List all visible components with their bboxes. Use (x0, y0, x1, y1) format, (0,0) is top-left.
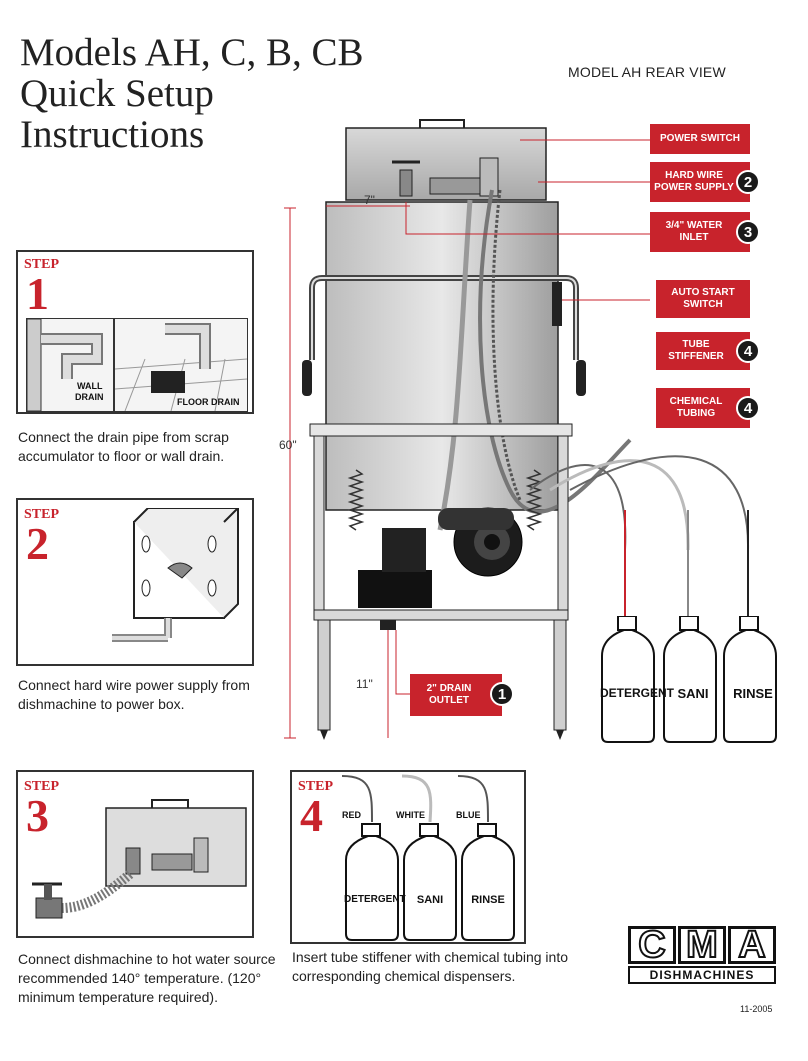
step-1-word: STEP (24, 257, 60, 272)
badge-step-1: 1 (490, 682, 514, 706)
logo-letter-a: A (737, 923, 766, 967)
solenoid-valve (429, 177, 481, 195)
handle-grip-right (576, 360, 586, 396)
floor-drain-illustration: FLOOR DRAIN (114, 318, 248, 412)
handle-grip-left (302, 360, 312, 396)
machine-rear-view-diagram (284, 119, 650, 740)
step-4-word: STEP (298, 779, 334, 794)
jug-rinse (723, 615, 777, 743)
hood (325, 201, 559, 511)
jug-sani (663, 615, 717, 743)
date-code: 11-2005 (740, 1004, 773, 1014)
power-box-illustration (112, 508, 239, 642)
step-1-caption: Connect the drain pipe from scrap accumu… (18, 429, 229, 464)
control-box-handle (419, 119, 465, 128)
tube-color-red: RED (342, 810, 362, 820)
step-1-number: 1 (26, 268, 49, 319)
tube-color-blue: BLUE (456, 810, 481, 820)
step-4-label-rinse: RINSE (471, 894, 505, 906)
wall-label: WALL (77, 381, 103, 391)
title-line-1: Models AH, C, B, CB (20, 31, 364, 74)
dimension-height: 60" (279, 438, 297, 452)
step-2-number: 2 (26, 518, 49, 569)
jug-label-sani: SANI (677, 686, 709, 701)
auto-start-switch (552, 282, 562, 326)
callout-power-switch: POWER SWITCH (650, 124, 750, 154)
frame-bottom-rail (313, 609, 569, 621)
main-chemical-jugs: DETERGENT SANI RINSE (598, 615, 784, 744)
step-4-caption: Insert tube stiffener with chemical tubi… (292, 949, 569, 984)
wall-drain-illustration: WALL DRAIN (26, 318, 114, 412)
step-4-panel: STEP 4 RED WHITE BLUE DETERGENT SANI RIN… (290, 770, 526, 944)
title-line-2: Quick Setup (20, 72, 214, 115)
step-4-jug-rinse (461, 823, 515, 941)
dimension-drain-height: 11" (356, 677, 373, 691)
jug-label-rinse: RINSE (733, 686, 773, 701)
step-2-panel: STEP 2 (16, 498, 254, 666)
spring-left (347, 469, 365, 531)
step-4-label-detergent: DETERGENT (344, 894, 406, 905)
step-3-caption: Connect dishmachine to hot water source … (18, 951, 276, 1005)
step-1-panel: STEP 1 WALL DRAIN FLOOR DRAIN (16, 250, 254, 414)
jug-label-detergent: DETERGENT (600, 686, 675, 700)
water-connection-illustration (32, 799, 247, 919)
drain-label: DRAIN (75, 392, 104, 402)
step-4-jugs-illustration (341, 774, 515, 941)
spring-right (525, 469, 543, 531)
step-2-caption: Connect hard wire power supply from dish… (18, 677, 250, 712)
step-3-word: STEP (24, 779, 60, 794)
frame-top-rail (309, 423, 573, 437)
diagram-subtitle: MODEL AH REAR VIEW (568, 64, 726, 80)
leg-left (317, 619, 331, 731)
badge-step-2: 2 (736, 170, 760, 194)
scrap-accumulator (358, 570, 432, 608)
floor-drain-label: FLOOR DRAIN (177, 397, 240, 407)
dimension-width: 7" (364, 193, 375, 207)
step-4-jug-sani (403, 823, 457, 941)
title-line-3: Instructions (20, 113, 205, 156)
badge-step-4-tubing: 4 (736, 396, 760, 420)
tube-color-white: WHITE (396, 810, 425, 820)
pump-housing (382, 528, 426, 572)
step-2-word: STEP (24, 507, 60, 522)
chemical-tubing-lines (529, 455, 750, 630)
drain-outlet (380, 620, 396, 630)
logo-letter-m: M (685, 923, 719, 967)
jug-detergent (601, 615, 655, 743)
step-4-label-sani: SANI (416, 894, 444, 906)
step-3-number: 3 (26, 790, 49, 841)
step-3-panel: STEP 3 (16, 770, 254, 938)
step-4-jug-detergent (345, 823, 399, 941)
badge-step-3: 3 (736, 220, 760, 244)
step-4-number: 4 (300, 790, 323, 841)
logo-tagline: DISHMACHINES (628, 966, 776, 984)
cma-logo: C M A DISHMACHINES (628, 923, 778, 988)
page-title: Models AH, C, B, CB Quick Setup Instruct… (20, 32, 363, 155)
badge-step-4-stiffener: 4 (736, 339, 760, 363)
logo-letter-c: C (637, 923, 666, 967)
